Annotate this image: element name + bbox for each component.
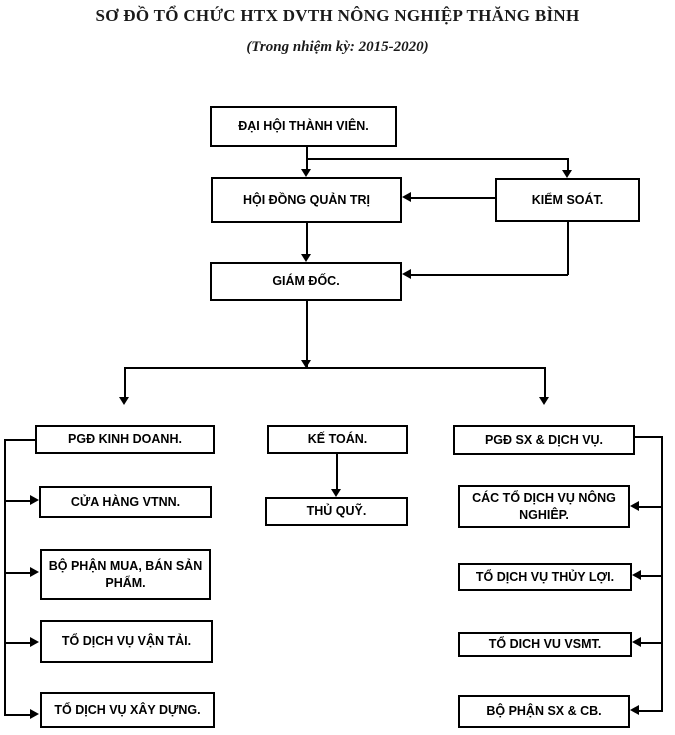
connector-left-spine	[4, 439, 6, 716]
arrowhead-down-control-icon	[562, 170, 572, 178]
org-node-to-dv-xay-dung: TỔ DỊCH VỤ XÂY DỰNG.	[40, 692, 215, 728]
arrowhead-down-split-icon	[301, 360, 311, 368]
org-node-to-dv-van-tai: TỔ DỊCH VỤ VẬN TẢI.	[40, 620, 213, 663]
connector-control-director-hline	[411, 274, 568, 276]
connector-split-left-vline	[124, 368, 126, 397]
org-node-pgd-kinh-doanh: PGĐ KINH DOANH.	[35, 425, 215, 454]
arrowhead-left-vsmt-icon	[632, 637, 641, 647]
arrowhead-right-mua-ban-icon	[30, 567, 39, 577]
connector-control-board-line	[411, 197, 495, 199]
org-node-to-dv-thuy-loi: TỔ DỊCH VỤ THỦY LỢI.	[458, 563, 632, 591]
page-title: SƠ ĐỒ TỔ CHỨC HTX DVTH NÔNG NGHIỆP THĂNG…	[95, 6, 580, 25]
connector-director-split-vline	[306, 301, 308, 368]
arrowhead-down-director-icon	[301, 254, 311, 262]
connector-right-vsmt-line	[641, 642, 662, 644]
connector-board-director-line	[306, 223, 308, 254]
arrowhead-left-nong-nghiep-icon	[630, 501, 639, 511]
arrowhead-right-van-tai-icon	[30, 637, 39, 647]
org-node-control: KIỂM SOÁT.	[495, 178, 640, 222]
org-node-to-dich-vu-vsmt: TỔ DICH VU VSMT.	[458, 632, 632, 657]
arrowhead-left-thuy-loi-icon	[632, 570, 641, 580]
connector-left-xay-dung-line	[4, 714, 30, 716]
connector-left-van-tai-line	[4, 642, 30, 644]
arrowhead-down-thu-quy-icon	[331, 489, 341, 497]
arrowhead-right-cua-hang-icon	[30, 495, 39, 505]
org-node-board: HỘI ĐỒNG QUẢN TRỊ	[211, 177, 402, 223]
page-subtitle: (Trong nhiệm kỳ: 2015-2020)	[246, 39, 429, 55]
connector-right-spine-top	[635, 436, 662, 438]
org-node-cua-hang-vtnn: CỬA HÀNG VTNN.	[39, 486, 212, 518]
connector-assembly-control-hline	[306, 158, 568, 160]
org-node-pgd-sx-dich-vu: PGĐ SX & DỊCH VỤ.	[453, 425, 635, 455]
org-node-thu-quy: THỦ QUỸ.	[265, 497, 408, 526]
arrowhead-down-pgd-sx-icon	[539, 397, 549, 405]
arrowhead-left-sx-cb-icon	[630, 705, 639, 715]
connector-left-cua-hang-line	[4, 500, 30, 502]
connector-control-director-vline	[567, 222, 569, 275]
connector-left-spine-top	[4, 439, 36, 441]
connector-assembly-control-vline	[567, 158, 569, 170]
connector-right-sx-cb-line	[639, 710, 662, 712]
connector-right-nong-nghiep-line	[639, 506, 662, 508]
connector-right-thuy-loi-line	[641, 575, 662, 577]
arrowhead-down-pgd-kinh-doanh-icon	[119, 397, 129, 405]
connector-split-right-vline	[544, 368, 546, 397]
arrowhead-right-xay-dung-icon	[30, 709, 39, 719]
connector-right-spine	[661, 436, 663, 712]
connector-left-mua-ban-line	[4, 572, 30, 574]
connector-ke-toan-thu-quy-line	[336, 454, 338, 489]
org-node-cac-to-dv-nong-nghiep: CÁC TỔ DỊCH VỤ NÔNG NGHIÊP.	[458, 485, 630, 528]
arrowhead-left-director-icon	[402, 269, 411, 279]
org-node-bo-phan-mua-ban: BỘ PHẬN MUA, BÁN SẢN PHẨM.	[40, 549, 211, 600]
org-node-director: GIÁM ĐỐC.	[210, 262, 402, 301]
arrowhead-down-board-icon	[301, 169, 311, 177]
org-node-general-assembly: ĐẠI HỘI THÀNH VIÊN.	[210, 106, 397, 147]
org-node-bo-phan-sx-cb: BỘ PHẬN SX & CB.	[458, 695, 630, 728]
org-node-ke-toan: KẾ TOÁN.	[267, 425, 408, 454]
connector-split-hline	[124, 367, 546, 369]
arrowhead-left-board-icon	[402, 192, 411, 202]
